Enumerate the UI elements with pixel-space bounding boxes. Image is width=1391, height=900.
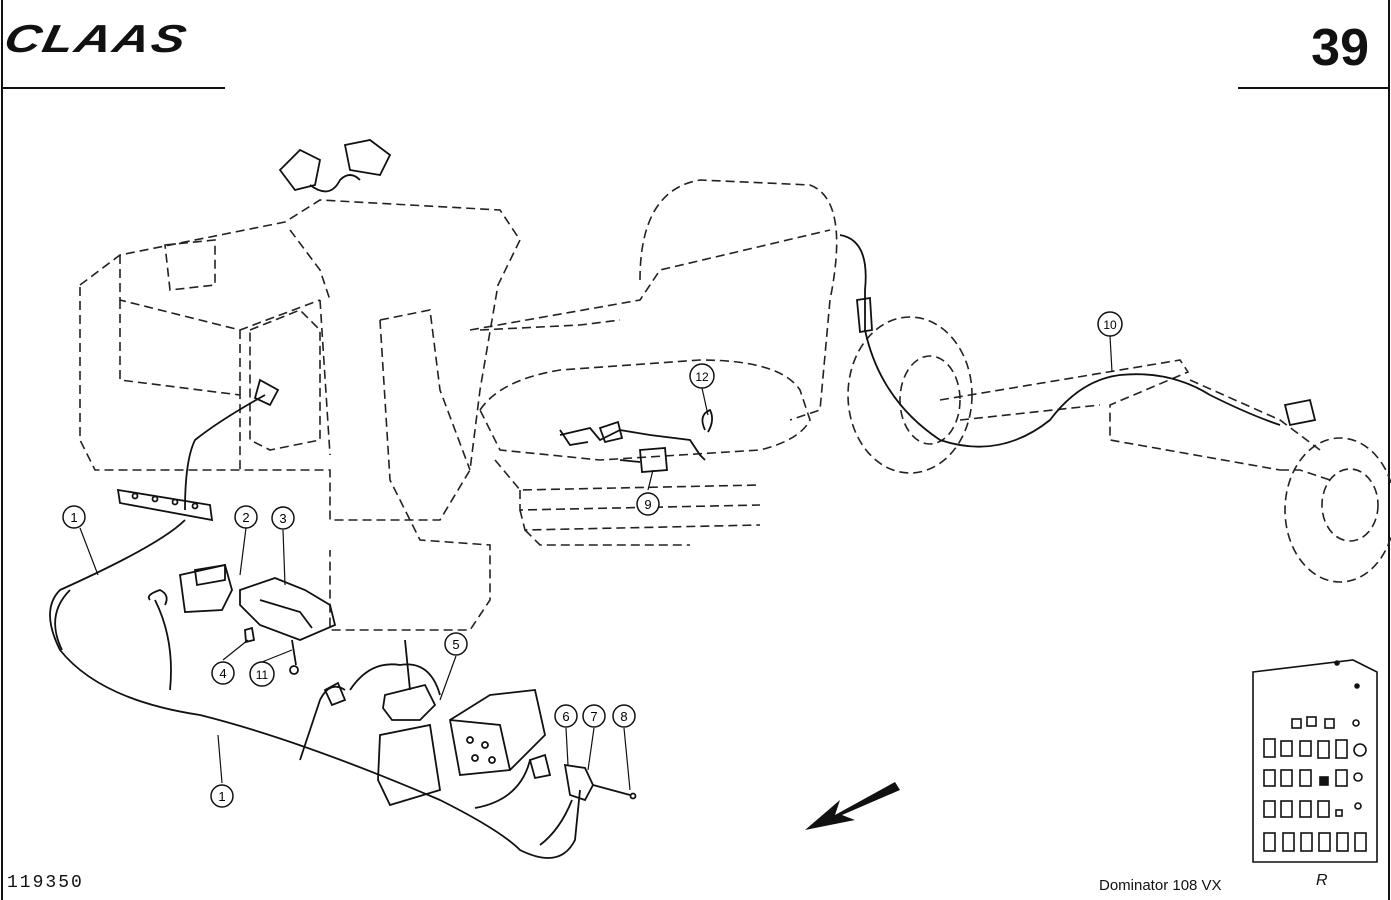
cab-console-outline <box>79 199 831 631</box>
svg-text:3: 3 <box>279 511 286 526</box>
svg-text:1: 1 <box>70 510 77 525</box>
callout-10: 10 <box>1097 311 1123 337</box>
svg-text:6: 6 <box>562 709 569 724</box>
drawing-number: 119350 <box>7 873 84 893</box>
callout-8: 8 <box>612 704 636 728</box>
view-mark: R <box>1316 872 1328 889</box>
svg-text:5: 5 <box>452 637 459 652</box>
svg-text:4: 4 <box>219 666 226 681</box>
callout-1-lower: 1 <box>210 784 234 808</box>
model-name: Dominator 108 VX <box>1099 877 1222 894</box>
seat-outline <box>479 179 838 546</box>
callout-4: 4 <box>211 661 235 685</box>
callout-2: 2 <box>234 505 258 529</box>
svg-text:1: 1 <box>218 789 225 804</box>
callout-7: 7 <box>582 704 606 728</box>
svg-text:7: 7 <box>590 709 597 724</box>
svg-text:8: 8 <box>620 709 627 724</box>
callout-6: 6 <box>554 704 578 728</box>
steering-axle-outline <box>847 316 1391 583</box>
page-number: 39 <box>1311 19 1369 77</box>
callout-leaders <box>79 335 1113 791</box>
svg-text:9: 9 <box>644 497 651 512</box>
direction-arrow-icon <box>805 782 900 830</box>
callout-12: 12 <box>689 363 715 389</box>
svg-text:2: 2 <box>242 510 249 525</box>
callout-5: 5 <box>444 632 468 656</box>
callout-bubbles: 1 2 3 4 11 1 5 <box>62 311 1123 808</box>
svg-text:12: 12 <box>695 370 709 384</box>
callout-9: 9 <box>636 492 660 516</box>
callout-1-upper: 1 <box>62 505 86 529</box>
locator-panel <box>1252 659 1378 863</box>
callout-11: 11 <box>249 661 275 687</box>
components <box>49 139 1317 859</box>
svg-text:11: 11 <box>256 668 269 682</box>
svg-text:10: 10 <box>1103 318 1117 332</box>
callout-3: 3 <box>271 506 295 530</box>
